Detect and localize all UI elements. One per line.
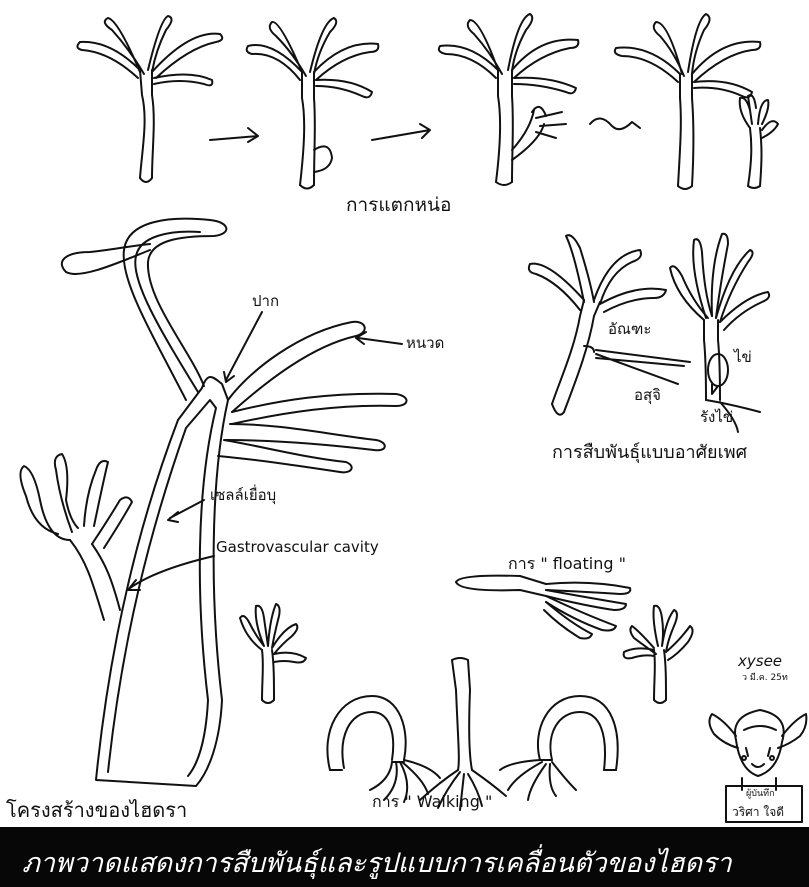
sperm-lines [596,350,690,384]
sperm-label: อสุจิ [634,388,661,403]
floating-hydra [456,576,630,639]
author-caption: ผู้บันทึก [746,790,775,799]
ovary-label: รังไข่ [700,410,733,425]
sexual-reproduction-label: การสืบพันธุ์แบบอาศัยเพศ [552,444,747,462]
tentacle-pointer [356,332,402,344]
walking-sequence [240,604,693,810]
female-hydra [670,234,769,432]
tentacle-label: หนวด [406,336,444,351]
budding-stage-3 [439,14,578,185]
author-name: วริศา ใจดี [732,806,784,818]
walking-stage-2 [327,696,440,802]
floating-label: การ " floating " [508,556,626,572]
egg-label: ไข่ [734,350,752,365]
budding-stage-2 [247,18,379,189]
testis-label: อัณฑะ [608,322,651,337]
signature-name: xysee [738,654,782,669]
walking-stage-1 [240,604,306,703]
structure-title: โครงสร้างของไฮดรา [6,800,187,820]
budding-sequence [77,14,778,189]
budding-stage-1 [77,16,222,182]
walking-label: การ " Walking " [372,794,492,810]
cavity-label: Gastrovascular cavity [216,540,379,555]
signature-date: ว มี.ค. 25ท [742,674,788,683]
arrow-2 [372,124,430,140]
arrow-1 [210,128,258,142]
main-tentacle-3 [226,424,385,450]
budding-label: การแตกหน่อ [346,196,451,215]
walking-stage-3 [420,658,506,810]
walking-stage-5 [624,606,693,703]
egg [708,354,728,386]
mouth-label: ปาก [252,294,279,309]
main-tentacle-2 [232,394,407,424]
separation-arrow [590,118,640,129]
body-inner [108,400,216,776]
tissue-pointer [168,500,204,522]
figure-caption: ภาพวาดแสดงการสืบพันธุ์และรูปแบบการเคลื่อ… [22,841,732,884]
tissue-label: เซลล์เยื่อบุ [210,488,276,503]
caption-bar: ภาพวาดแสดงการสืบพันธุ์และรูปแบบการเคลื่อ… [0,827,809,887]
budding-stage-4 [615,14,778,189]
bud [70,540,120,620]
body-outer [96,377,228,786]
walking-stage-4 [500,696,618,800]
hydra-diagram [0,0,809,827]
